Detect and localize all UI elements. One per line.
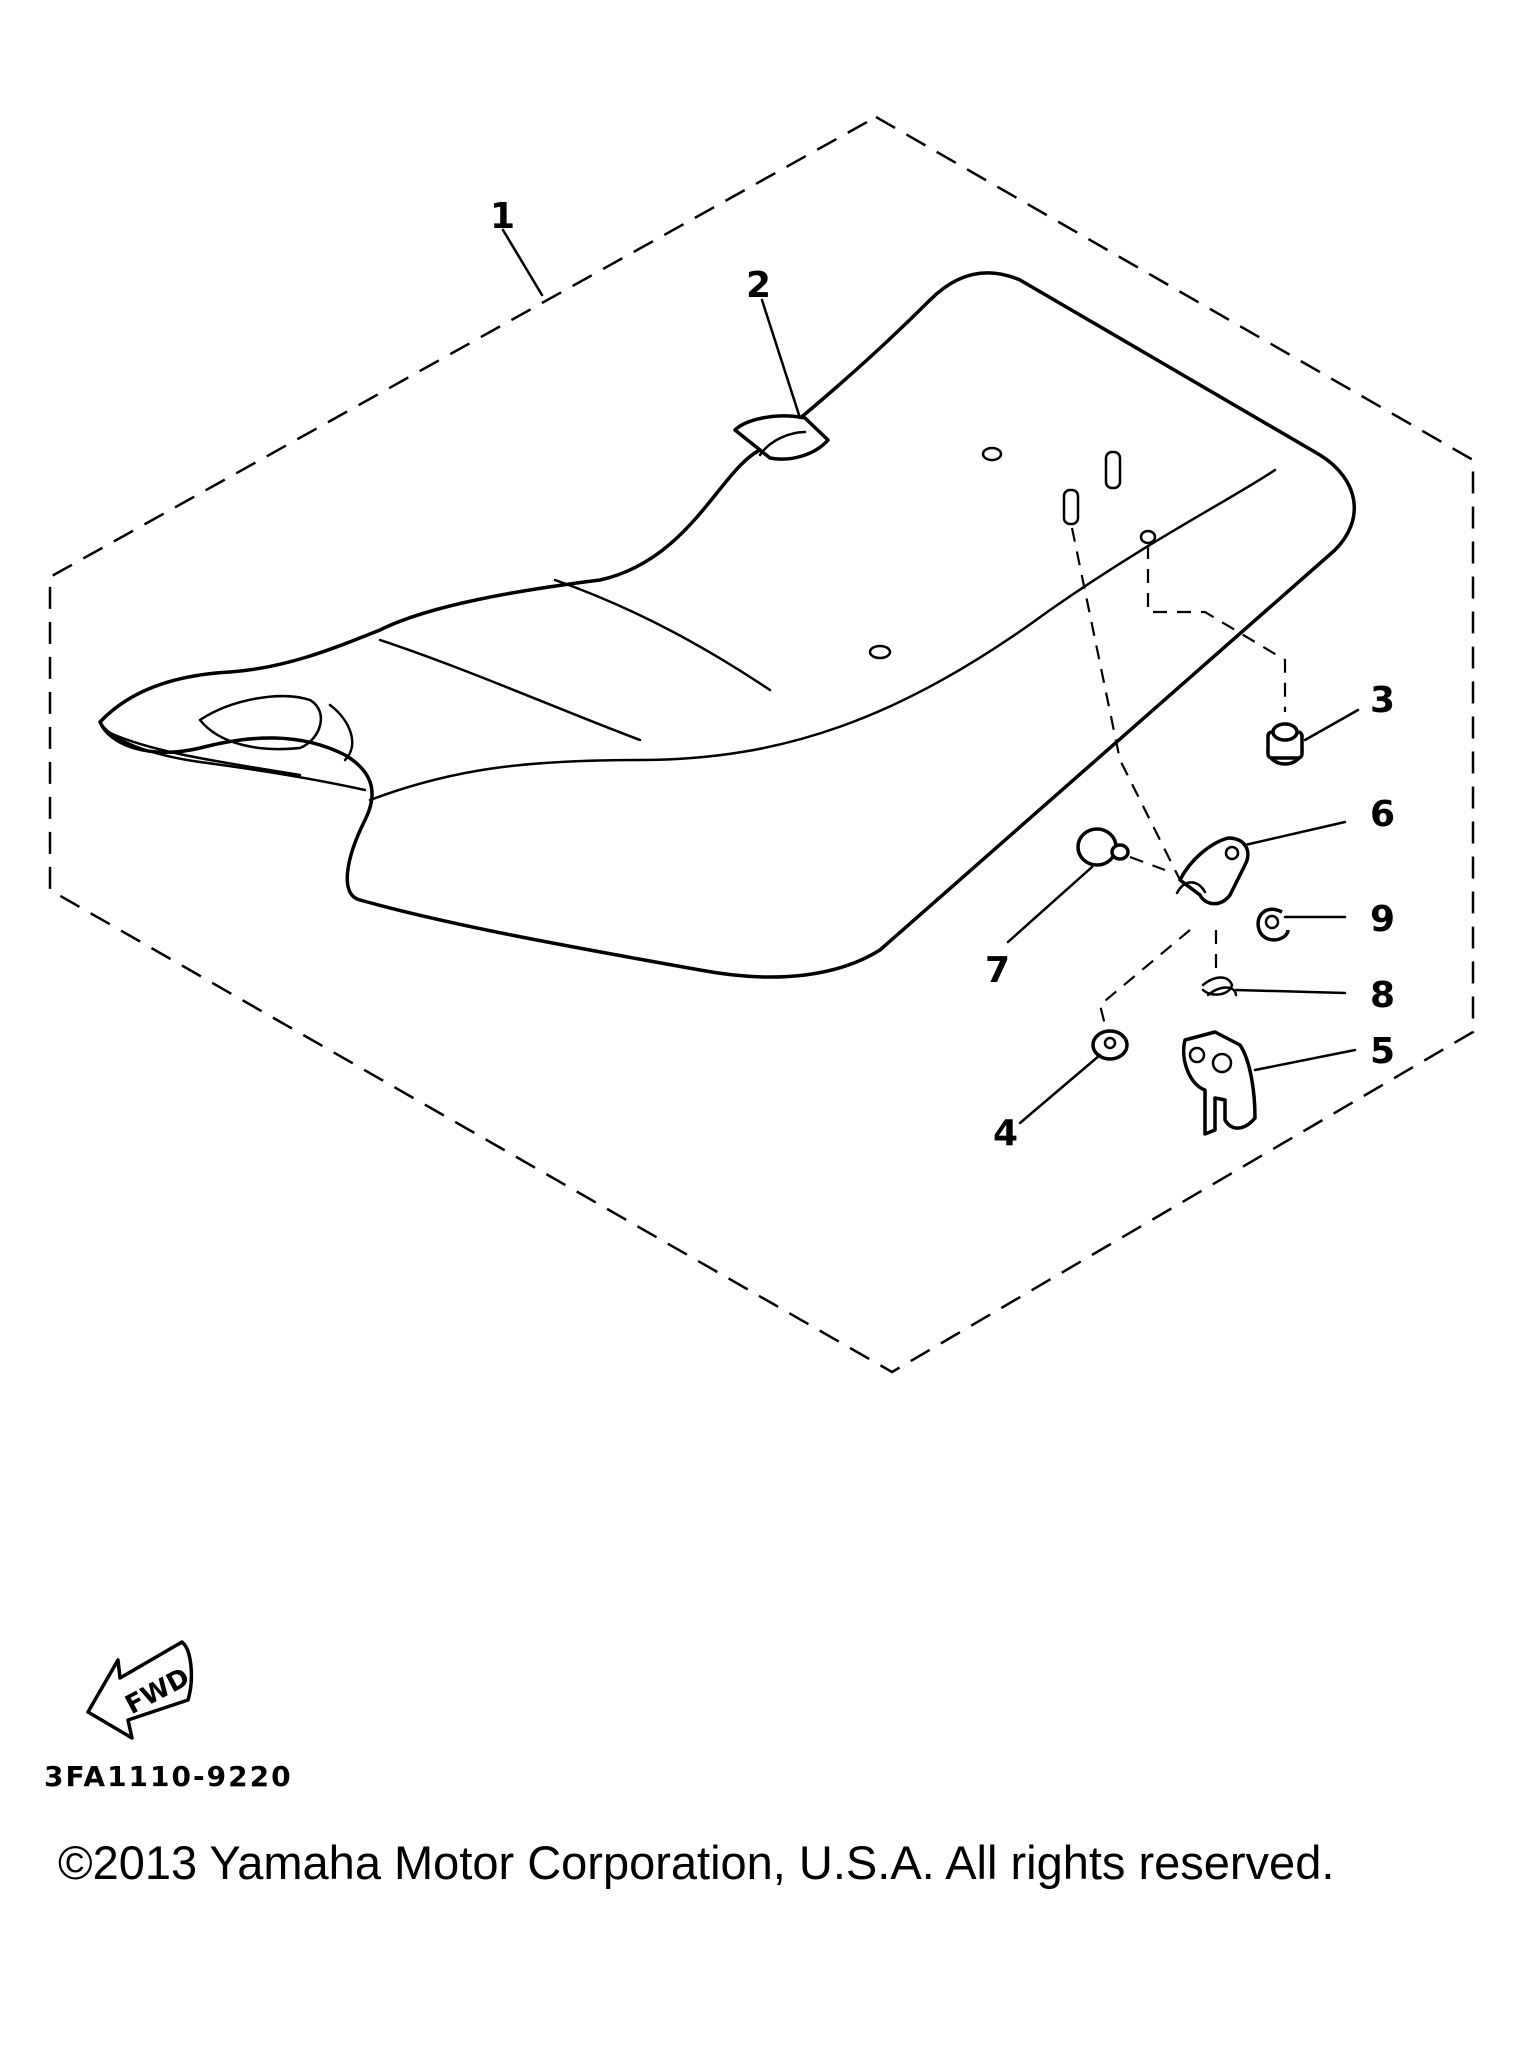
part-3-damper <box>1266 722 1304 766</box>
fwd-arrow-icon: FWD <box>86 1640 195 1740</box>
part-6-hook <box>1175 836 1250 906</box>
leader-lines <box>501 228 1360 1125</box>
callout-6: 6 <box>1370 794 1395 835</box>
assembly-line-3 <box>1146 545 1287 712</box>
callout-8: 8 <box>1370 975 1395 1016</box>
copyright-notice: ©2013 Yamaha Motor Corporation, U.S.A. A… <box>58 1836 1335 1889</box>
callout-4: 4 <box>993 1113 1018 1154</box>
part-5-catch <box>1182 1030 1257 1136</box>
assembly-boundary <box>48 115 1475 1374</box>
diagram-part-number: 3FA1110-9220 <box>44 1760 293 1793</box>
part-8-spring <box>1201 976 1238 997</box>
part-7-bolt <box>1076 827 1130 867</box>
assembly-line-6 <box>1070 527 1181 881</box>
part-9-clip <box>1256 907 1290 942</box>
callout-1: 1 <box>490 196 515 237</box>
callout-5: 5 <box>1370 1031 1395 1072</box>
seat-assembly <box>98 271 1357 979</box>
callout-3: 3 <box>1370 680 1395 721</box>
callout-2: 2 <box>746 265 771 306</box>
assembly-line-7 <box>1129 855 1166 872</box>
assembly-line-4 <box>1098 929 1191 1046</box>
part-4-nut <box>1091 1029 1129 1061</box>
callout-7: 7 <box>985 950 1010 991</box>
callout-9: 9 <box>1370 899 1395 940</box>
